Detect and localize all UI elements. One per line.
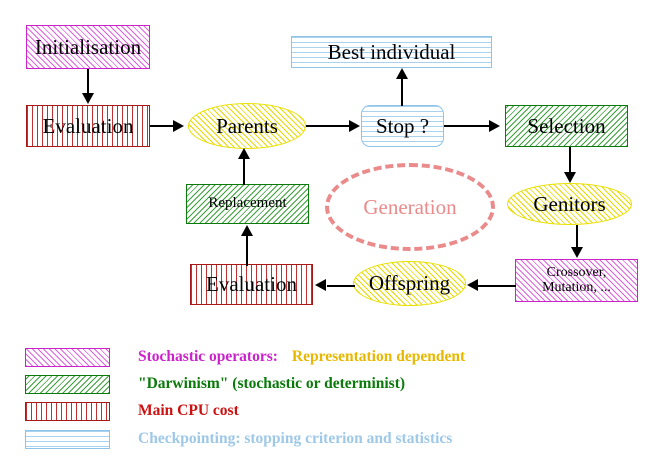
node-crossover-mutation[interactable]: Crossover, Mutation, ... <box>515 259 638 302</box>
edge-parents-to-stop <box>306 125 352 127</box>
arrowhead-stop-to-selection <box>489 120 500 132</box>
node-replacement[interactable]: Replacement <box>186 184 309 224</box>
node-replacement-label: Replacement <box>208 195 287 212</box>
legend-label-stochastic-operators: Stochastic operators: <box>138 348 278 365</box>
node-genitors[interactable]: Genitors <box>507 183 632 225</box>
edge-selection-to-genitors <box>569 147 571 174</box>
edge-replacement-to-parents <box>243 158 245 185</box>
legend-label-main-cpu-cost: Main CPU cost <box>138 402 239 419</box>
node-parents-label: Parents <box>216 113 278 138</box>
node-crossover-mutation-label: Crossover, Mutation, ... <box>542 264 611 295</box>
legend-label-checkpointing: Checkpointing: stopping criterion and st… <box>138 430 453 447</box>
arrowhead-parents-to-stop <box>349 120 360 132</box>
arrowhead-genitors-to-crossover <box>571 247 583 258</box>
legend-swatch-magenta <box>25 347 110 367</box>
legend-row-stochastic-operators: Stochastic operators: Representation dep… <box>25 344 465 370</box>
node-genitors-label: Genitors <box>533 191 606 216</box>
edge-stop-to-selection <box>444 125 492 127</box>
edge-evaluation-to-replacement <box>246 234 248 266</box>
node-evaluation-bottom[interactable]: Evaluation <box>190 264 313 305</box>
node-offspring-label: Offspring <box>368 271 451 296</box>
node-stop-label: Stop ? <box>375 113 430 138</box>
legend-swatch-green <box>25 374 110 394</box>
arrowhead-evaluation-to-parents <box>173 120 184 132</box>
legend-label-representation-dependent: Representation dependent <box>291 348 466 365</box>
arrowhead-replacement-to-parents <box>238 148 250 159</box>
node-evaluation-top[interactable]: Evaluation <box>26 105 150 147</box>
node-initialisation-label: Initialisation <box>34 34 142 59</box>
node-selection[interactable]: Selection <box>505 105 628 147</box>
legend: Stochastic operators: Representation dep… <box>0 338 662 458</box>
node-best-individual-label: Best individual <box>327 39 456 64</box>
edge-initialisation-to-evaluation <box>87 69 89 96</box>
legend-swatch-blue <box>25 429 110 449</box>
edge-stop-to-best-individual <box>401 78 403 106</box>
arrowhead-stop-to-best-individual <box>396 68 408 79</box>
edge-crossover-to-offspring <box>478 285 516 287</box>
arrowhead-initialisation-to-evaluation <box>82 93 94 104</box>
node-best-individual[interactable]: Best individual <box>291 36 492 68</box>
node-evaluation-bottom-label: Evaluation <box>206 272 297 297</box>
legend-row-main-cpu-cost: Main CPU cost <box>25 398 239 424</box>
arrowhead-offspring-to-evaluation <box>315 279 326 291</box>
arrowhead-selection-to-genitors <box>564 172 576 183</box>
legend-swatch-red <box>25 401 110 421</box>
edge-genitors-to-crossover <box>576 225 578 248</box>
arrowhead-evaluation-to-replacement <box>241 225 253 236</box>
node-initialisation[interactable]: Initialisation <box>26 25 150 69</box>
node-stop[interactable]: Stop ? <box>361 105 444 147</box>
edge-offspring-to-evaluation <box>327 285 355 287</box>
arrowhead-crossover-to-offspring <box>467 279 478 291</box>
node-generation: Generation <box>325 163 495 251</box>
legend-row-darwinism: "Darwinism" (stochastic or determinist) <box>25 371 405 397</box>
node-evaluation-top-label: Evaluation <box>42 113 134 138</box>
node-selection-label: Selection <box>527 113 606 138</box>
legend-row-checkpointing: Checkpointing: stopping criterion and st… <box>25 426 452 452</box>
node-generation-label: Generation <box>363 194 457 219</box>
edge-evaluation-to-parents <box>150 125 176 127</box>
legend-label-darwinism: "Darwinism" (stochastic or determinist) <box>138 375 406 392</box>
node-offspring[interactable]: Offspring <box>353 261 466 306</box>
node-parents[interactable]: Parents <box>188 103 306 149</box>
